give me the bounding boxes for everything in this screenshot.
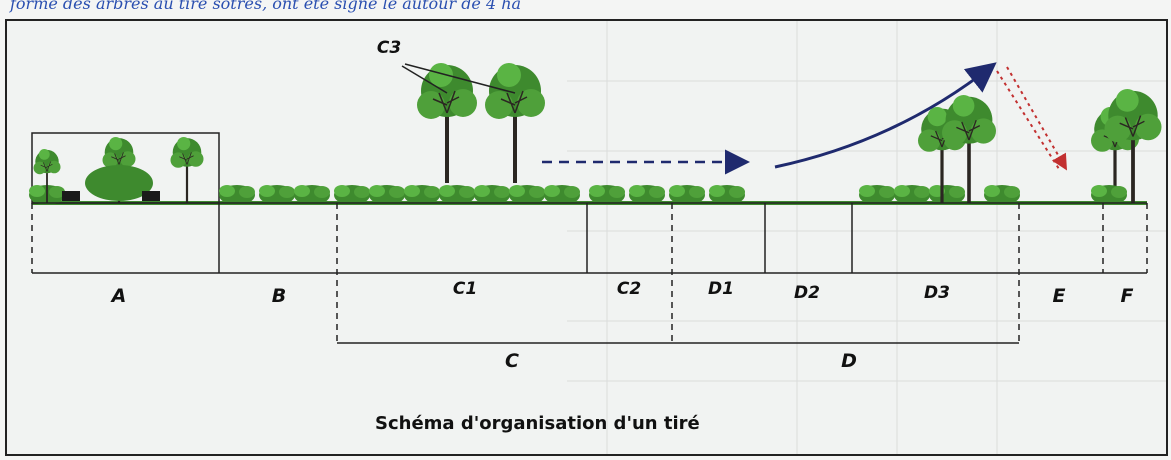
diagram-frame: C3 A B C1 C2 D1 D2 D3 E F C D Schéma d'o…: [5, 19, 1168, 456]
label-d2: D2: [794, 283, 820, 303]
zone-c-vegetation: [334, 63, 745, 205]
zone-f-trees: [1091, 89, 1162, 205]
label-f: F: [1121, 285, 1134, 307]
label-b: B: [272, 285, 286, 307]
label-c2: C2: [617, 279, 641, 299]
diagram-caption: Schéma d'organisation d'un tiré: [375, 413, 700, 434]
zone-d-vegetation: [859, 95, 1020, 205]
label-d3: D3: [924, 283, 950, 303]
organisation-schema: [7, 21, 1168, 456]
red-dotted-line-2: [1007, 67, 1065, 167]
zone-a-vegetation: [29, 137, 204, 205]
red-dotted-line-1: [997, 71, 1059, 169]
label-c1: C1: [453, 279, 477, 299]
label-e: E: [1053, 285, 1066, 307]
header-text-fragment: forme des arbres au tiré sotrés, ont été…: [10, 0, 521, 13]
label-c: C: [505, 350, 519, 372]
label-d: D: [841, 350, 857, 372]
label-c3: C3: [377, 38, 401, 58]
label-d1: D1: [708, 279, 734, 299]
label-a: A: [112, 285, 127, 307]
zone-b-vegetation: [219, 185, 330, 205]
